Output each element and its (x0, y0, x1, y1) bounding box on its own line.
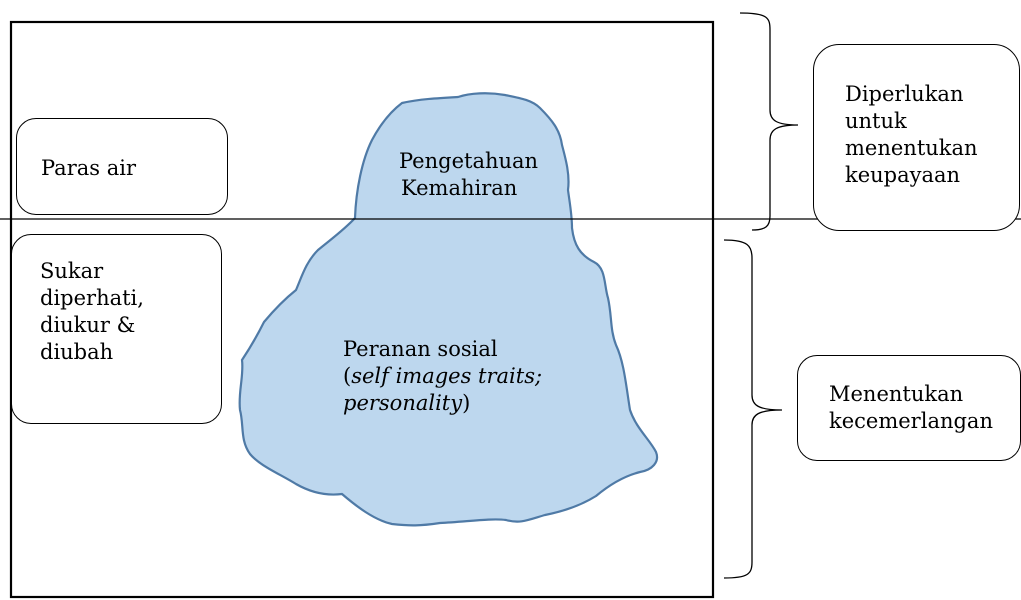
water-level-box: Paras air (16, 118, 228, 215)
excellence-box: Menentukan kecemerlangan (797, 355, 1021, 461)
personality-line: personality) (343, 390, 542, 417)
self-images-text: self images traits; (351, 364, 543, 388)
needed-box: Diperlukan untuk menentukan keupayaan (813, 44, 1020, 231)
social-role-text: Peranan sosial (343, 337, 498, 361)
close-paren: ) (462, 391, 471, 415)
hard-line-2: diperhati, (40, 286, 144, 310)
above-water-label: Pengetahuan Kemahiran (399, 148, 538, 202)
hard-line-1: Sukar (40, 259, 104, 283)
needed-text: Diperlukan untuk menentukan keupayaan (845, 81, 978, 189)
excellence-text: Menentukan kecemerlangan (829, 381, 993, 435)
skill-text: Kemahiran (401, 176, 518, 200)
personality-text: personality (343, 391, 463, 415)
brace-lower (723, 239, 783, 579)
needed-line-3: menentukan (845, 136, 978, 160)
needed-line-2: untuk (845, 109, 907, 133)
excellence-line-2: kecemerlangan (829, 409, 993, 433)
needed-line-1: Diperlukan (845, 82, 964, 106)
hard-to-observe-text: Sukar diperhati, diukur & diubah (40, 258, 144, 366)
needed-line-4: keupayaan (845, 163, 961, 187)
brace-upper (739, 12, 799, 231)
below-water-label: Peranan sosial (self images traits; pers… (343, 336, 542, 417)
hard-line-4: diubah (40, 340, 114, 364)
water-level-text: Paras air (41, 156, 136, 180)
hard-line-3: diukur & (40, 313, 136, 337)
excellence-line-1: Menentukan (829, 382, 964, 406)
knowledge-text: Pengetahuan (399, 149, 539, 173)
iceberg-shape (238, 92, 659, 527)
hard-to-observe-box: Sukar diperhati, diukur & diubah (11, 234, 222, 424)
open-paren: ( (343, 364, 352, 388)
self-images-line: (self images traits; (343, 363, 542, 390)
